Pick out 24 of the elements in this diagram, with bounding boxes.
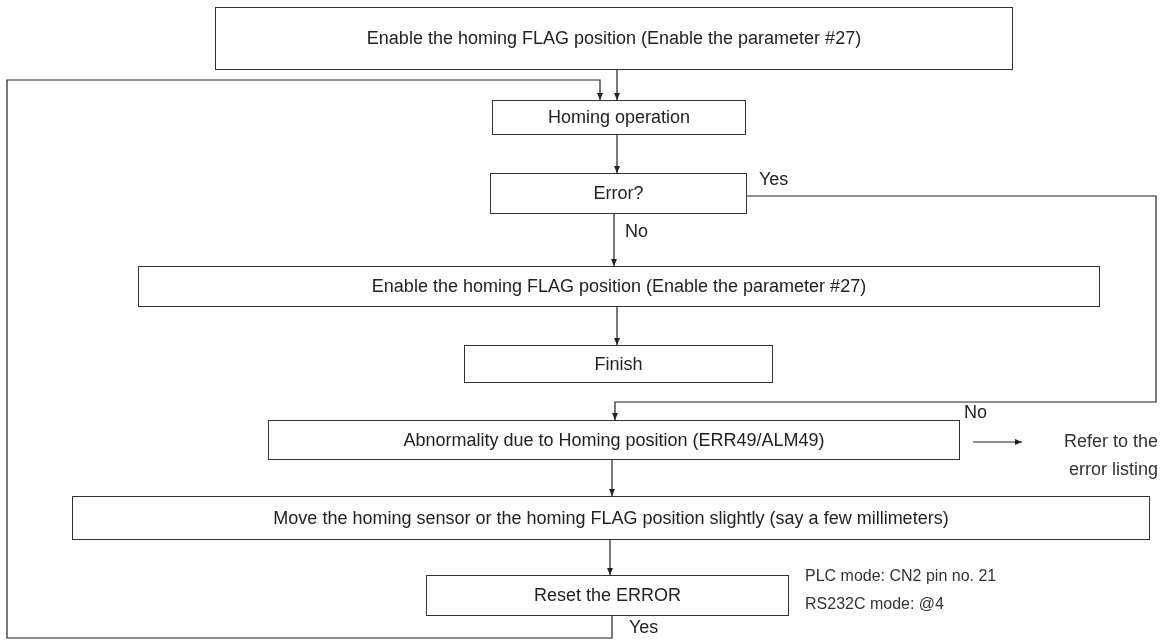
process-box: Enable the homing FLAG position (Enable the parameter #27) — [215, 7, 1013, 70]
note-text: PLC mode: CN2 pin no. 21 — [805, 566, 997, 586]
process-box: Reset the ERROR — [426, 575, 789, 616]
arrow — [6, 79, 613, 639]
note-text: Refer to the error listing — [1030, 428, 1158, 498]
process-box: Finish — [464, 345, 773, 383]
process-box: Error? — [490, 173, 747, 214]
process-box: Enable the homing FLAG position (Enable the parameter #27) — [138, 266, 1100, 307]
process-box: Move the homing sensor or the homing FLAG position slightly (say a few millimeters) — [72, 496, 1150, 540]
arrow — [614, 306, 620, 346]
arrow — [614, 69, 620, 101]
arrow — [614, 134, 620, 174]
edge-label: Yes — [628, 618, 660, 636]
arrow — [609, 459, 615, 497]
edge-label: No — [624, 222, 649, 240]
arrow — [972, 439, 1023, 445]
arrow — [607, 539, 613, 576]
arrow — [611, 213, 617, 267]
arrow — [612, 195, 1157, 421]
process-box: Homing operation — [492, 100, 746, 135]
process-box: Abnormality due to Homing position (ERR49/ALM49) — [268, 420, 960, 460]
edge-label: No — [963, 403, 988, 421]
edge-label: Yes — [758, 170, 790, 188]
note-text: RS232C mode: @4 — [805, 594, 945, 614]
